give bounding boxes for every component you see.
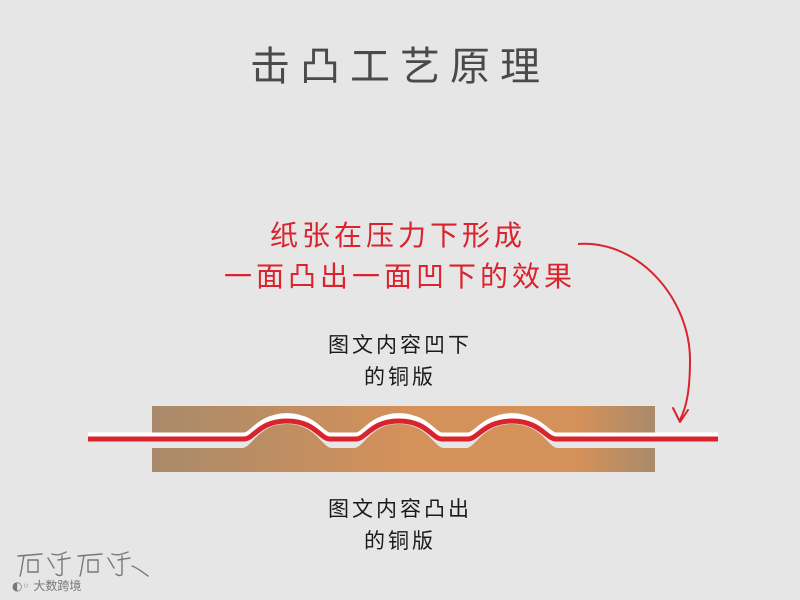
annotation-arrow (577, 242, 692, 421)
paper-highlight (88, 413, 718, 442)
annotation-line-2: 一面凸出一面凹下的效果 (223, 260, 576, 293)
page-title: 击凸工艺原理 (250, 44, 550, 90)
watermark-text: ◐◦ 大数跨境 (12, 577, 81, 594)
watermark-label: 大数跨境 (33, 579, 82, 593)
signature-watermark (17, 551, 149, 577)
bottom-plate-label-line-1: 图文内容凸出 (328, 497, 472, 521)
bottom-copper-plate (152, 424, 655, 472)
watermark-logo-icon: ◐◦ (12, 579, 34, 593)
top-plate-label-line-1: 图文内容凹下 (328, 333, 472, 357)
top-copper-plate (152, 406, 655, 436)
top-plate-label-line-2: 的铜版 (364, 365, 436, 389)
annotation-line-1: 纸张在压力下形成 (269, 219, 526, 252)
bottom-plate-label-line-2: 的铜版 (364, 529, 436, 553)
paper-sheet (88, 418, 718, 442)
arrow-head-icon (672, 407, 689, 423)
